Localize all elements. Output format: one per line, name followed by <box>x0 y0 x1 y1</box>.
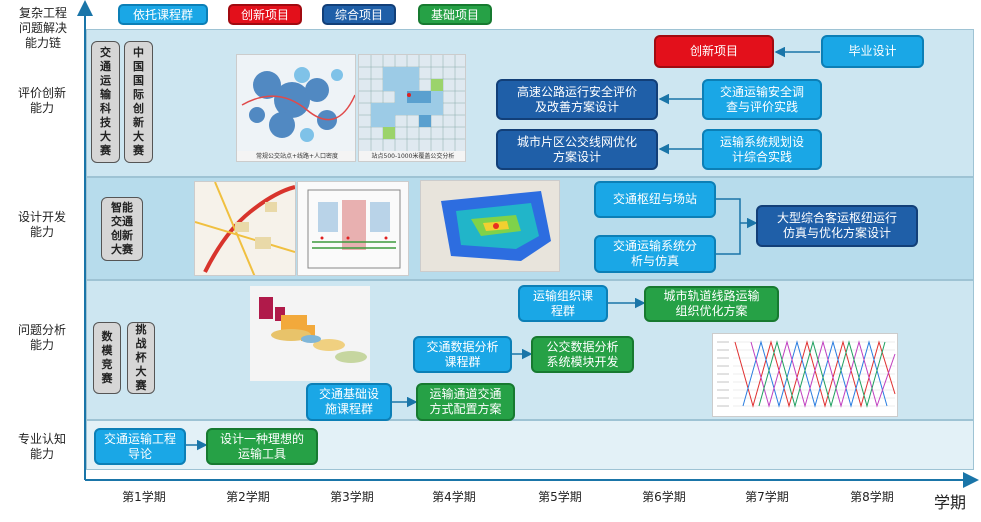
station-layout-image <box>297 181 409 276</box>
ideal-vehicle-box: 设计一种理想的 运输工具 <box>206 428 318 465</box>
x-axis-label: 学期 <box>934 493 967 512</box>
level-analysis: 问题分析 能力 <box>17 323 66 352</box>
innovation-project-box: 创新项目 <box>654 35 774 68</box>
legend-innovation: 创新项目 <box>228 4 302 25</box>
legend-course-group: 依托课程群 <box>118 4 208 25</box>
highway-safety-box: 高速公路运行安全评价 及改善方案设计 <box>496 79 658 120</box>
bus-map-image: 常规公交站点+线路+人口密度 <box>236 54 356 162</box>
3d-model-image <box>250 286 370 381</box>
timetable-image <box>712 333 898 417</box>
level-cognition: 专业认知 能力 <box>17 432 66 461</box>
graduation-design-box: 毕业设计 <box>821 35 924 68</box>
passenger-hub-simulation-box: 大型综合客运枢纽运行 仿真与优化方案设计 <box>756 205 918 247</box>
competition-china-innovation: 中 国 国 际 创 新 大 赛 <box>124 41 153 163</box>
coverage-map-image: 站点500-1000米覆盖公交分析 <box>358 54 466 162</box>
level-design: 设计开发 能力 <box>17 210 66 239</box>
infrastructure-box: 交通基础设 施课程群 <box>306 383 392 421</box>
semester-6: 第6学期 <box>642 490 686 504</box>
chain-title: 复杂工程 问题解决 能力链 <box>18 6 67 50</box>
semester-1: 第1学期 <box>122 490 166 504</box>
bus-map-caption: 常规公交站点+线路+人口密度 <box>255 153 339 160</box>
heatmap-image <box>420 180 560 272</box>
competition-challenge-cup: 挑 战 杯 大 赛 <box>127 322 155 394</box>
semester-5: 第5学期 <box>538 490 582 504</box>
coverage-map-caption: 站点500-1000米覆盖公交分析 <box>371 153 455 160</box>
legend-basic: 基础项目 <box>418 4 492 25</box>
semester-2: 第2学期 <box>226 490 270 504</box>
data-analysis-box: 交通数据分析 课程群 <box>413 336 512 373</box>
intro-course-box: 交通运输工程 导论 <box>94 428 186 465</box>
semester-4: 第4学期 <box>432 490 476 504</box>
bus-network-box: 城市片区公交线网优化 方案设计 <box>496 129 658 170</box>
legend-comprehensive: 综合项目 <box>322 4 396 25</box>
bus-data-module-box: 公交数据分析 系统模块开发 <box>531 336 634 373</box>
channel-config-box: 运输通道交通 方式配置方案 <box>416 383 515 421</box>
transport-simulation-box: 交通运输系统分 析与仿真 <box>594 235 716 273</box>
level-evaluation: 评价创新 能力 <box>17 86 66 115</box>
semester-7: 第7学期 <box>745 490 789 504</box>
semester-3: 第3学期 <box>330 490 374 504</box>
road-network-image <box>194 181 296 276</box>
competition-math-modeling: 数 模 竞 赛 <box>93 322 121 394</box>
competition-smart-transport: 智能 交通 创新 大赛 <box>101 197 143 261</box>
hub-station-box: 交通枢纽与场站 <box>594 181 716 218</box>
system-planning-box: 运输系统规划设 计综合实践 <box>702 129 822 170</box>
transport-safety-survey-box: 交通运输安全调 查与评价实践 <box>702 79 822 120</box>
rail-optimization-box: 城市轨道线路运输 组织优化方案 <box>644 286 779 322</box>
transport-org-box: 运输组织课 程群 <box>518 285 608 322</box>
competition-transport-tech: 交 通 运 输 科 技 大 赛 <box>91 41 120 163</box>
semester-8: 第8学期 <box>850 490 894 504</box>
